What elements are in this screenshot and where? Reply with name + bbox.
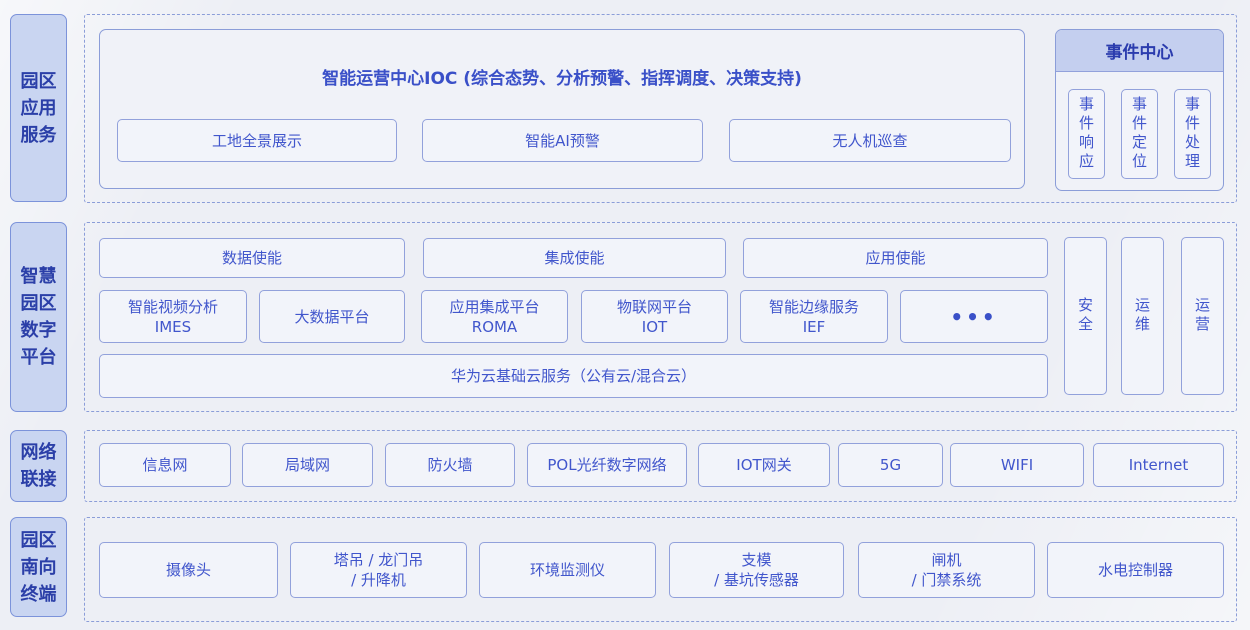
event-item: 事件定位 [1121,89,1158,179]
platform-box: 物联网平台 IOT [581,290,728,343]
enable-header: 集成使能 [423,238,726,278]
network-box: IOT网关 [698,443,830,487]
network-box: WIFI [950,443,1084,487]
event-item-label: 事件响应 [1077,96,1095,172]
terminal-box: 水电控制器 [1047,542,1224,598]
enable-header: 数据使能 [99,238,405,278]
layer-label-terminals: 园区 南向 终端 [10,517,67,617]
section-network: 信息网 局域网 防火墙 POL光纤数字网络 IOT网关 5G WIFI Inte… [84,430,1237,502]
layer-label-network: 网络 联接 [10,430,67,502]
terminal-box: 塔吊 / 龙门吊 / 升降机 [290,542,467,598]
network-box: 局域网 [242,443,373,487]
platform-box: 智能边缘服务 IEF [740,290,888,343]
terminal-box: 支模 / 基坑传感器 [669,542,844,598]
pillar-operations-maintenance: 运维 [1121,237,1164,395]
section-app-services: 智能运营中心IOC (综合态势、分析预警、指挥调度、决策支持) 工地全景展示 智… [84,14,1237,203]
layer-label-digital-platform: 智慧 园区 数字 平台 [10,222,67,412]
network-box: 防火墙 [385,443,515,487]
pillar-security: 安全 [1064,237,1107,395]
ioc-panel: 智能运营中心IOC (综合态势、分析预警、指挥调度、决策支持) 工地全景展示 智… [99,29,1025,189]
pillar-label: 安全 [1076,297,1094,335]
network-box: 5G [838,443,943,487]
network-box: POL光纤数字网络 [527,443,687,487]
event-center-panel: 事件中心 事件响应 事件定位 事件处理 [1055,29,1224,191]
ioc-item: 智能AI预警 [422,119,703,162]
layer-label-app-services: 园区 应用 服务 [10,14,67,202]
event-center-title: 事件中心 [1056,30,1223,72]
network-box: 信息网 [99,443,231,487]
cloud-base-bar: 华为云基础云服务（公有云/混合云） [99,354,1048,398]
ioc-item: 工地全景展示 [117,119,397,162]
pillar-operation: 运营 [1181,237,1224,395]
event-item: 事件处理 [1174,89,1211,179]
platform-box: 应用集成平台 ROMA [421,290,568,343]
event-item: 事件响应 [1068,89,1105,179]
section-terminals: 摄像头 塔吊 / 龙门吊 / 升降机 环境监测仪 支模 / 基坑传感器 闸机 /… [84,517,1237,622]
network-box: Internet [1093,443,1224,487]
terminal-box: 摄像头 [99,542,278,598]
ioc-title: 智能运营中心IOC (综合态势、分析预警、指挥调度、决策支持) [322,69,802,89]
platform-box: 大数据平台 [259,290,405,343]
enable-header: 应用使能 [743,238,1048,278]
pillar-label: 运维 [1133,297,1151,335]
platform-box: 智能视频分析 IMES [99,290,247,343]
terminal-box: 环境监测仪 [479,542,656,598]
section-digital-platform: 数据使能 集成使能 应用使能 智能视频分析 IMES 大数据平台 应用集成平台 … [84,222,1237,412]
platform-box-more: ••• [900,290,1048,343]
terminal-box: 闸机 / 门禁系统 [858,542,1035,598]
pillar-label: 运营 [1193,297,1211,335]
event-item-label: 事件处理 [1183,96,1201,172]
event-item-label: 事件定位 [1130,96,1148,172]
event-center-items: 事件响应 事件定位 事件处理 [1056,89,1223,179]
ioc-item: 无人机巡查 [729,119,1011,162]
